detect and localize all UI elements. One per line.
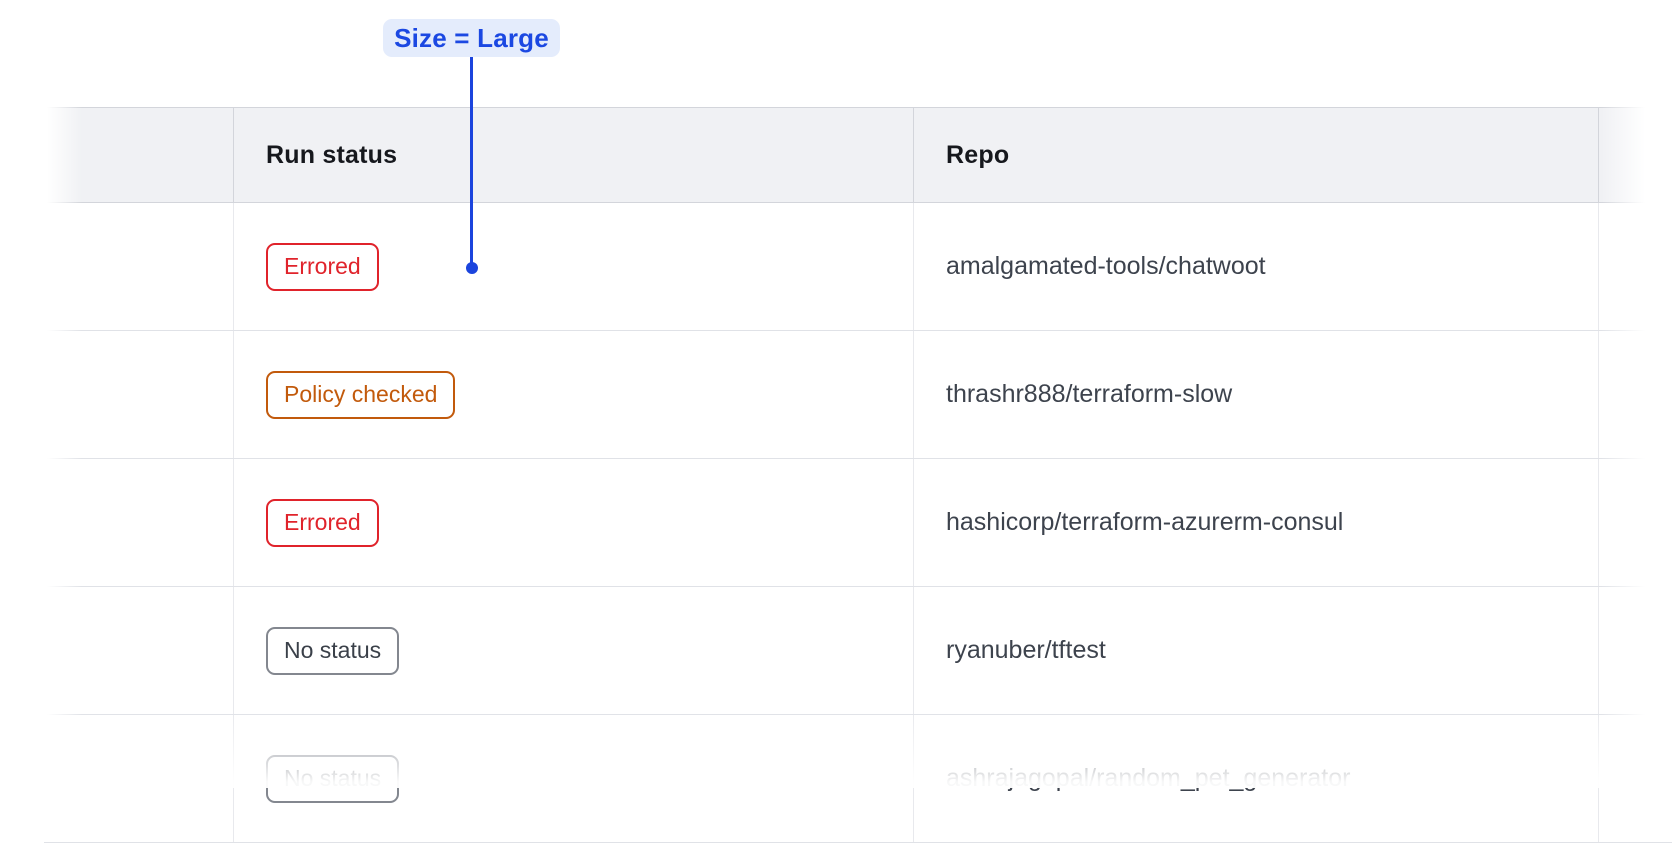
status-badge: No status	[266, 626, 400, 675]
table-row: No status ryanuber/tftest	[44, 587, 1672, 715]
status-badge: Errored	[266, 242, 379, 291]
column-header-spacer-right	[1598, 108, 1672, 202]
annotation-size-label: Size = Large	[383, 19, 560, 57]
runs-table: Run status Repo Errored amalgamated-tool…	[44, 107, 1672, 843]
table-row: Errored hashicorp/terraform-azurerm-cons…	[44, 459, 1672, 587]
table-row: Policy checked thrashr888/terraform-slow	[44, 331, 1672, 459]
repo-cell: thrashr888/terraform-slow	[913, 331, 1598, 458]
column-header-run-status: Run status	[233, 108, 913, 202]
annotation-pointer-dot	[466, 262, 478, 274]
run-status-cell: Policy checked	[233, 331, 913, 458]
repo-cell: ashrajagopal/random_pet_generator	[913, 715, 1598, 842]
annotation-pointer-line	[470, 57, 473, 263]
table-header-row: Run status Repo	[44, 107, 1672, 203]
repo-cell: hashicorp/terraform-azurerm-consul	[913, 459, 1598, 586]
run-status-cell: Errored	[233, 203, 913, 330]
status-badge: Policy checked	[266, 370, 456, 419]
run-status-cell: No status	[233, 715, 913, 842]
column-header-spacer	[44, 108, 233, 202]
repo-cell: amalgamated-tools/chatwoot	[913, 203, 1598, 330]
run-status-cell: No status	[233, 587, 913, 714]
table-row: No status ashrajagopal/random_pet_genera…	[44, 715, 1672, 843]
repo-cell: ryanuber/tftest	[913, 587, 1598, 714]
column-header-repo: Repo	[913, 108, 1598, 202]
status-badge: No status	[266, 754, 400, 803]
status-badge: Errored	[266, 498, 379, 547]
run-status-cell: Errored	[233, 459, 913, 586]
table-row: Errored amalgamated-tools/chatwoot	[44, 203, 1672, 331]
